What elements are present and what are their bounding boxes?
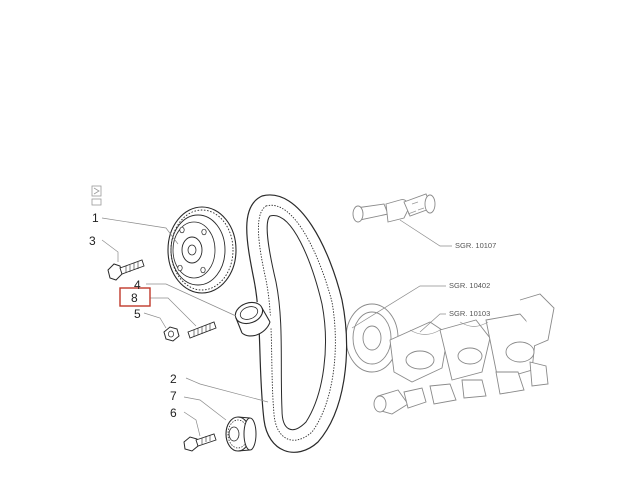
- part-number-3: 3: [89, 234, 96, 248]
- reference-label-middle: SGR. 10402: [449, 281, 490, 290]
- tensioner-stud: [187, 321, 217, 339]
- camshaft-reference-drawing: [352, 193, 436, 223]
- tensioner-nut: [163, 326, 180, 342]
- part-number-6: 6: [170, 406, 177, 420]
- part-number-7: 7: [170, 389, 177, 403]
- pulley-bolt: [107, 259, 145, 281]
- camshaft-pulley: [167, 206, 237, 294]
- part-number-5: 5: [134, 307, 141, 321]
- highlight-box: [119, 287, 151, 307]
- part-number-1: 1: [92, 211, 99, 225]
- timing-belt: [246, 194, 348, 453]
- tensioner-roller: [234, 300, 276, 338]
- crankshaft-pulley-bolt: [183, 433, 217, 452]
- reference-label-bottom: SGR. 10103: [449, 309, 490, 318]
- leader-lines: [101, 217, 452, 437]
- crankshaft-reference-drawing: [373, 293, 555, 415]
- part-number-4: 4: [134, 278, 141, 292]
- crankshaft-timing-pulley: [225, 416, 257, 452]
- page-marker-icon: [91, 185, 102, 206]
- part-number-2: 2: [170, 372, 177, 386]
- reference-label-top: SGR. 10107: [455, 241, 496, 250]
- part-number-8: 8: [131, 291, 138, 305]
